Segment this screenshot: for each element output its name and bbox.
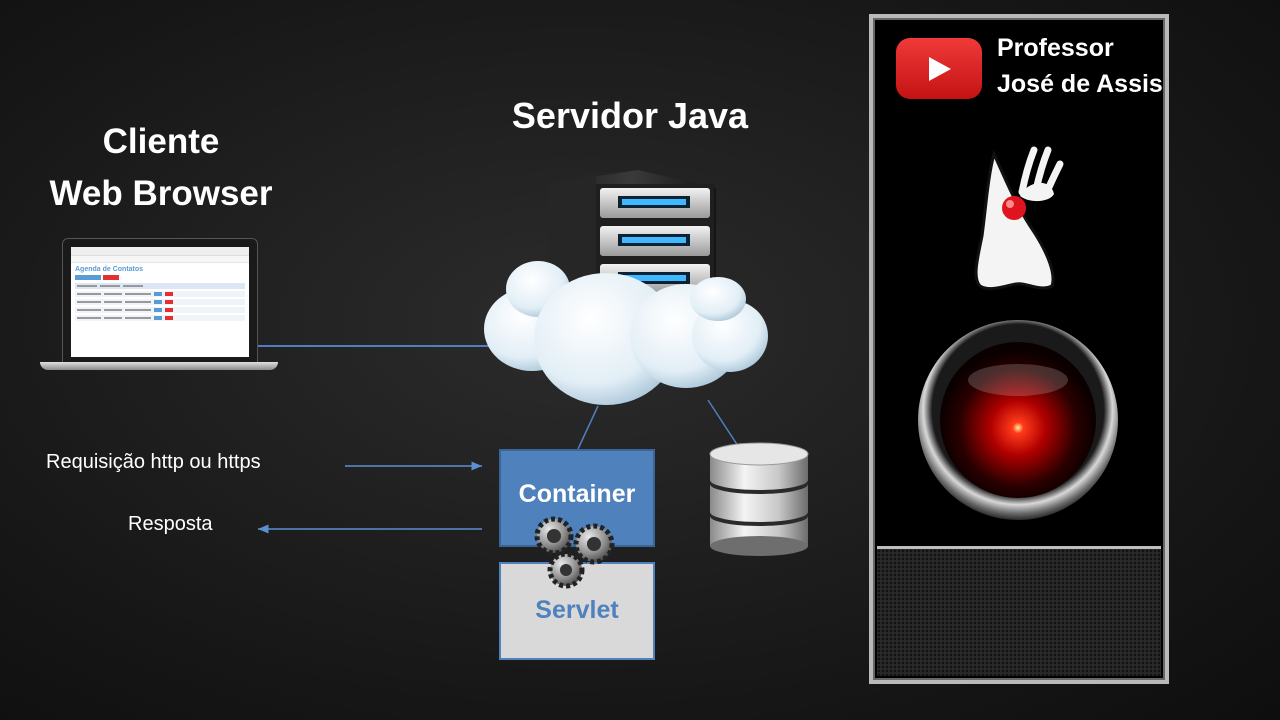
response-label: Resposta <box>128 513 213 535</box>
cloud-database-connection <box>707 399 739 447</box>
container-box <box>499 449 655 547</box>
server-cloud-group <box>484 170 768 405</box>
panel-speaker-grille <box>877 546 1161 676</box>
request-label: Requisição http ou https <box>46 451 261 473</box>
database-icon <box>709 442 809 556</box>
laptop-screen: Agenda de Contatos <box>71 247 249 357</box>
client-title: Cliente Web Browser <box>30 116 292 220</box>
gears-icon <box>534 516 615 589</box>
client-title-line2: Web Browser <box>49 174 273 213</box>
cloud-container-connection <box>577 405 599 450</box>
container-label: Container <box>518 480 636 508</box>
duke-mascot-icon <box>974 146 1064 291</box>
channel-name-line1: Professor <box>997 34 1114 62</box>
youtube-icon[interactable] <box>896 38 982 99</box>
hal-eye-icon <box>918 320 1118 520</box>
channel-name-line2: José de Assis <box>997 70 1163 98</box>
cloud-icon <box>484 261 768 405</box>
servlet-label: Servlet <box>535 596 619 624</box>
laptop-icon: Agenda de Contatos <box>40 236 278 372</box>
client-title-line1: Cliente <box>102 122 220 161</box>
laptop-screen-title: Agenda de Contatos <box>75 266 144 273</box>
server-title: Servidor Java <box>511 95 749 136</box>
